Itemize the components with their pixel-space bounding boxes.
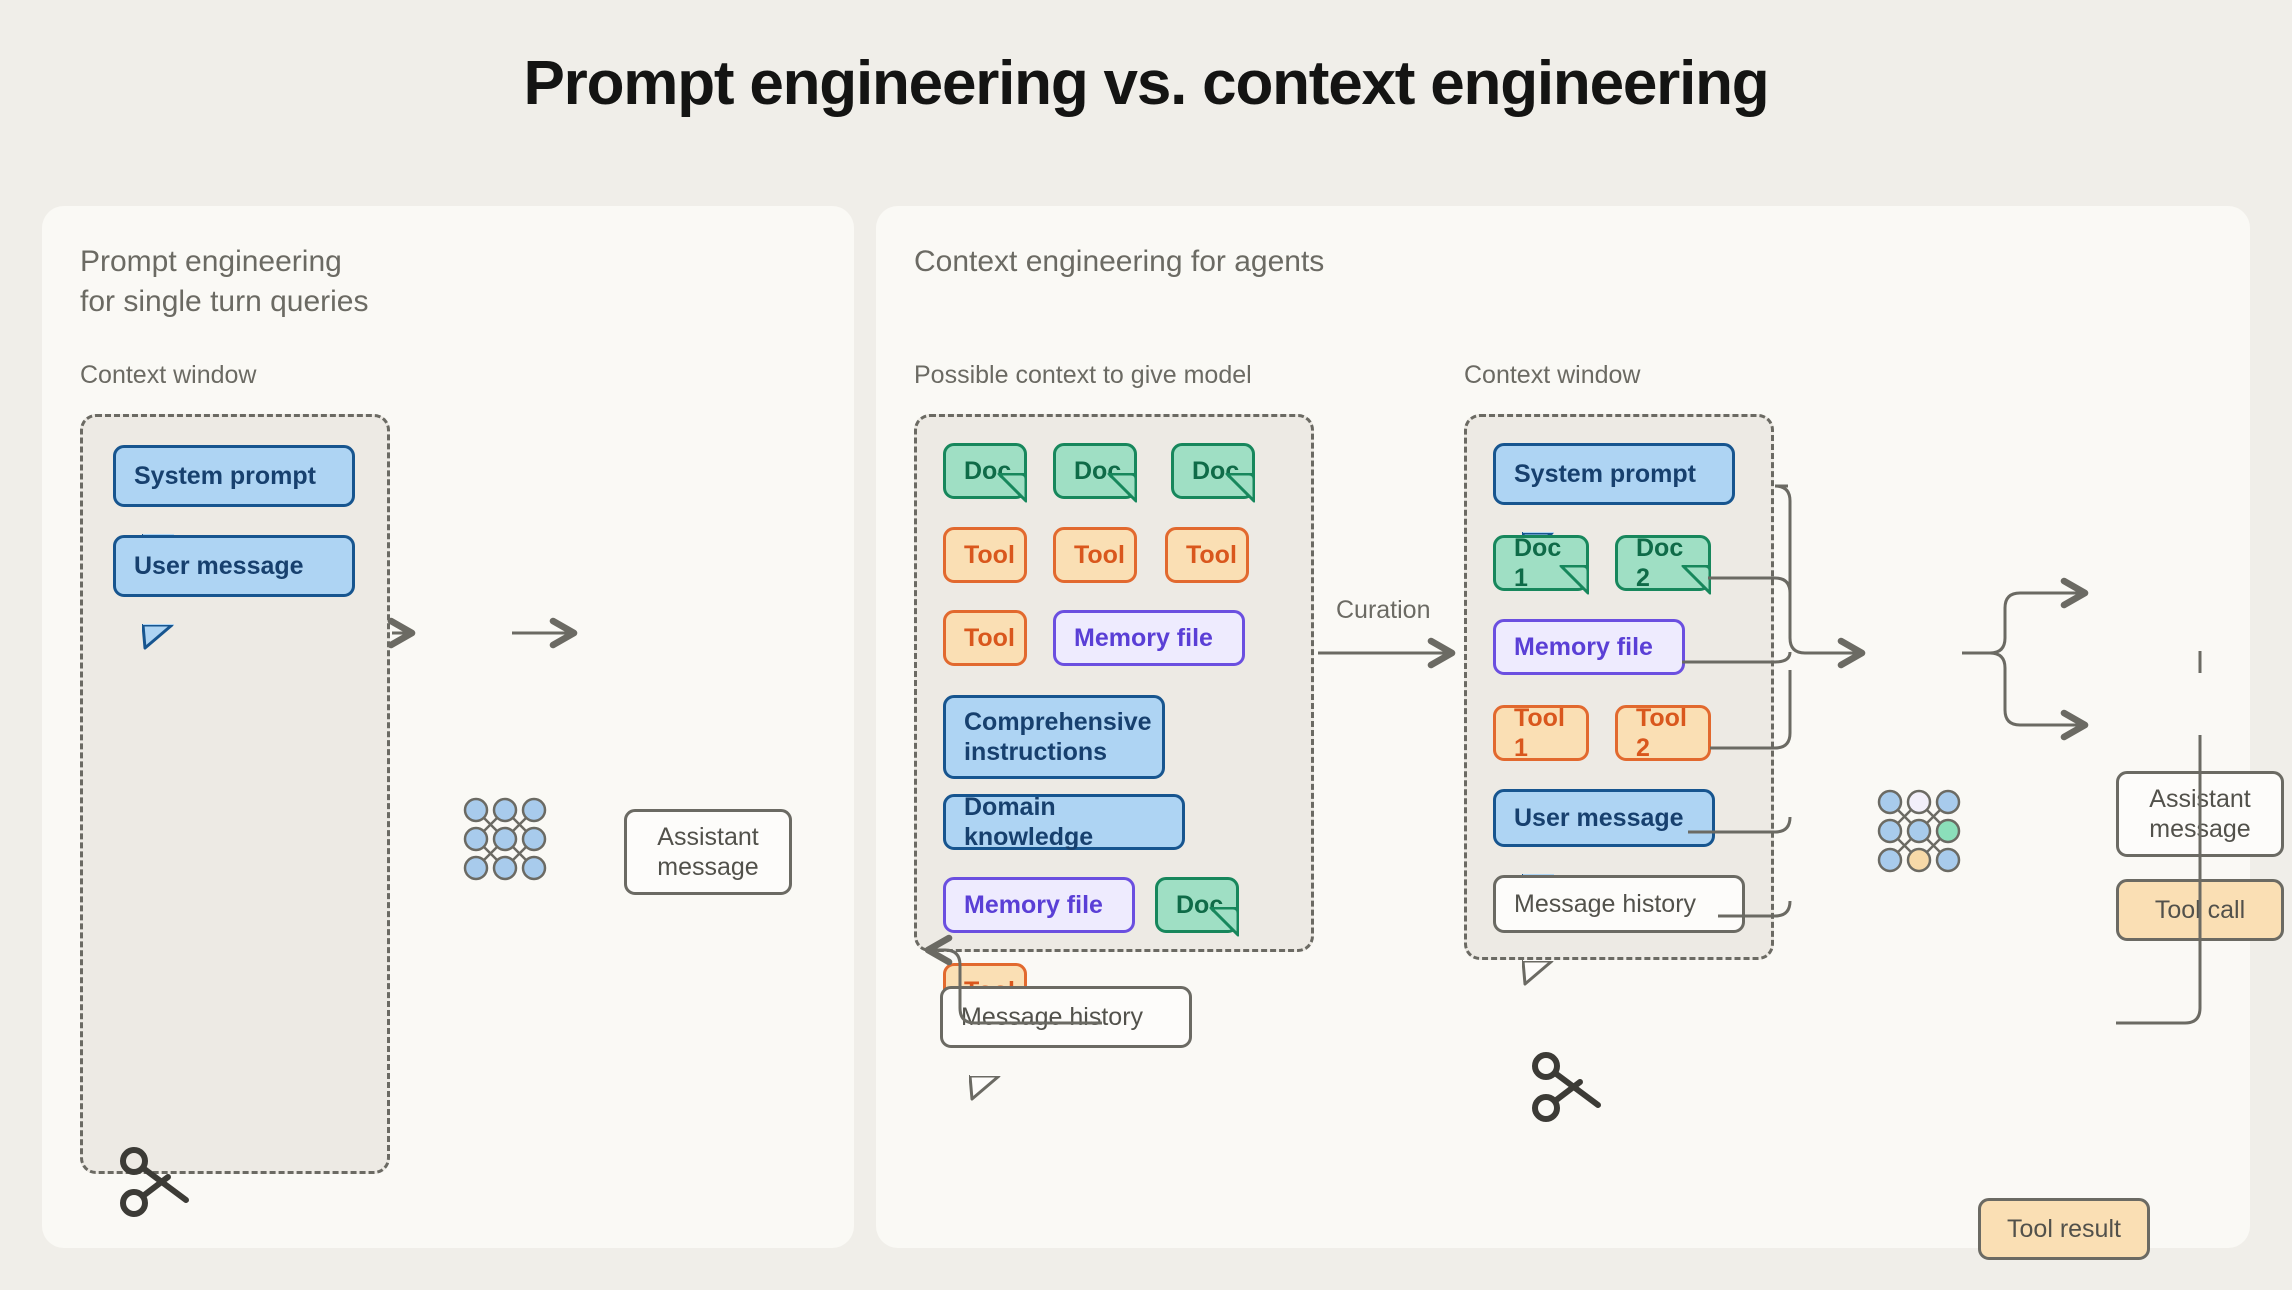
- left-context-window: System prompt User message: [80, 414, 390, 1174]
- left-context-window-label: Context window: [80, 361, 257, 389]
- chip-label: User message: [1514, 804, 1684, 832]
- bubble-tail-icon: [1522, 930, 1556, 986]
- chip-label: Doc 1: [1514, 534, 1562, 592]
- possible-context-label: Possible context to give model: [914, 361, 1252, 389]
- prompt-engineering-card: Prompt engineering for single turn queri…: [42, 206, 854, 1248]
- chip-system-prompt[interactable]: System prompt: [1493, 443, 1735, 558]
- tool-chip[interactable]: Tool: [943, 610, 1027, 666]
- chip-user-message[interactable]: User message: [1493, 789, 1715, 900]
- chip-label: Tool 1: [1514, 704, 1565, 762]
- left-model-nodes-icon: [462, 796, 548, 882]
- comprehensive-instructions-chip[interactable]: Comprehensive instructions: [943, 695, 1165, 779]
- chip-label: Memory file: [1074, 624, 1213, 652]
- box-label: Assistant message: [657, 823, 759, 881]
- domain-knowledge-chip[interactable]: Domain knowledge: [943, 793, 1185, 851]
- memory-file-chip[interactable]: Memory file: [1493, 619, 1685, 675]
- right-context-window-label: Context window: [1464, 361, 1641, 389]
- curation-label: Curation: [1336, 596, 1431, 624]
- chip-label: Tool 2: [1636, 704, 1687, 762]
- doc-chip[interactable]: Doc: [1053, 443, 1137, 503]
- bubble-tail-icon: [1522, 844, 1556, 900]
- doc-fold-icon: [1555, 535, 1589, 595]
- left-assistant-message-box[interactable]: Assistant message: [624, 809, 792, 895]
- chip-label: Tool: [1186, 541, 1237, 569]
- bubble-tail-icon: [1522, 502, 1556, 558]
- chip-label: System prompt: [134, 462, 316, 490]
- tool-result-box[interactable]: Tool result: [1978, 1198, 2150, 1260]
- doc-fold-icon: [1221, 443, 1255, 503]
- right-model-nodes-icon: [1876, 788, 1962, 874]
- context-engineering-card-title: Context engineering for agents: [914, 245, 1325, 278]
- box-label: Tool call: [2154, 896, 2246, 924]
- doc-chip[interactable]: Doc: [943, 443, 1027, 503]
- doc-chip[interactable]: Doc: [1155, 877, 1239, 937]
- chip-label: Comprehensive instructions: [964, 708, 1152, 766]
- chip-label: Message history: [1514, 890, 1697, 918]
- chip-label: User message: [134, 552, 304, 580]
- chip-label: System prompt: [1514, 460, 1696, 488]
- context-message-history-bubble[interactable]: Message history: [1493, 875, 1745, 986]
- box-label: Assistant message: [2149, 785, 2251, 843]
- doc-fold-icon: [1103, 443, 1137, 503]
- context-engineering-card: Context engineering for agents Possible …: [876, 206, 2284, 1260]
- doc-fold-icon: [993, 443, 1027, 503]
- doc-2-chip[interactable]: Doc 2: [1615, 534, 1711, 595]
- chip-label: Tool: [964, 541, 1015, 569]
- right-context-window: System prompt Doc 1 Doc 2: [1464, 414, 1774, 986]
- bubble-tail-icon: [142, 504, 176, 560]
- possible-context-message-history-bubble[interactable]: Message history: [940, 986, 1192, 1101]
- memory-file-chip[interactable]: Memory file: [1053, 610, 1245, 666]
- chip-label: Doc 2: [1636, 534, 1684, 592]
- chip-user-message[interactable]: User message: [113, 535, 355, 650]
- chip-label: Domain knowledge: [964, 793, 1094, 851]
- chip-label: Message history: [961, 1003, 1144, 1031]
- chip-label: Tool: [1074, 541, 1125, 569]
- prompt-engineering-card-title: Prompt engineering for single turn queri…: [80, 245, 369, 318]
- chip-label: Memory file: [964, 891, 1103, 919]
- right-assistant-message-box[interactable]: Assistant message: [2116, 771, 2284, 857]
- tool-1-chip[interactable]: Tool 1: [1493, 704, 1589, 762]
- doc-fold-icon: [1677, 535, 1711, 595]
- chip-system-prompt[interactable]: System prompt: [113, 445, 355, 560]
- tool-2-chip[interactable]: Tool 2: [1615, 704, 1711, 762]
- box-label: Tool result: [2007, 1215, 2121, 1243]
- tool-chip[interactable]: Tool: [943, 527, 1027, 583]
- doc-chip[interactable]: Doc: [1171, 443, 1255, 503]
- tool-call-box[interactable]: Tool call: [2116, 879, 2284, 941]
- tool-chip[interactable]: Tool: [1053, 527, 1137, 583]
- doc-1-chip[interactable]: Doc 1: [1493, 534, 1589, 595]
- chip-label: Memory file: [1514, 633, 1653, 661]
- doc-fold-icon: [1205, 877, 1239, 937]
- chip-label: Tool: [964, 624, 1015, 652]
- tool-chip[interactable]: Tool: [1165, 527, 1249, 583]
- page-title: Prompt engineering vs. context engineeri…: [523, 49, 1770, 118]
- bubble-tail-icon: [142, 594, 176, 650]
- possible-context-box: Doc Doc Doc Tool: [914, 414, 1314, 1019]
- bubble-tail-icon: [969, 1045, 1003, 1101]
- memory-file-chip[interactable]: Memory file: [943, 877, 1135, 933]
